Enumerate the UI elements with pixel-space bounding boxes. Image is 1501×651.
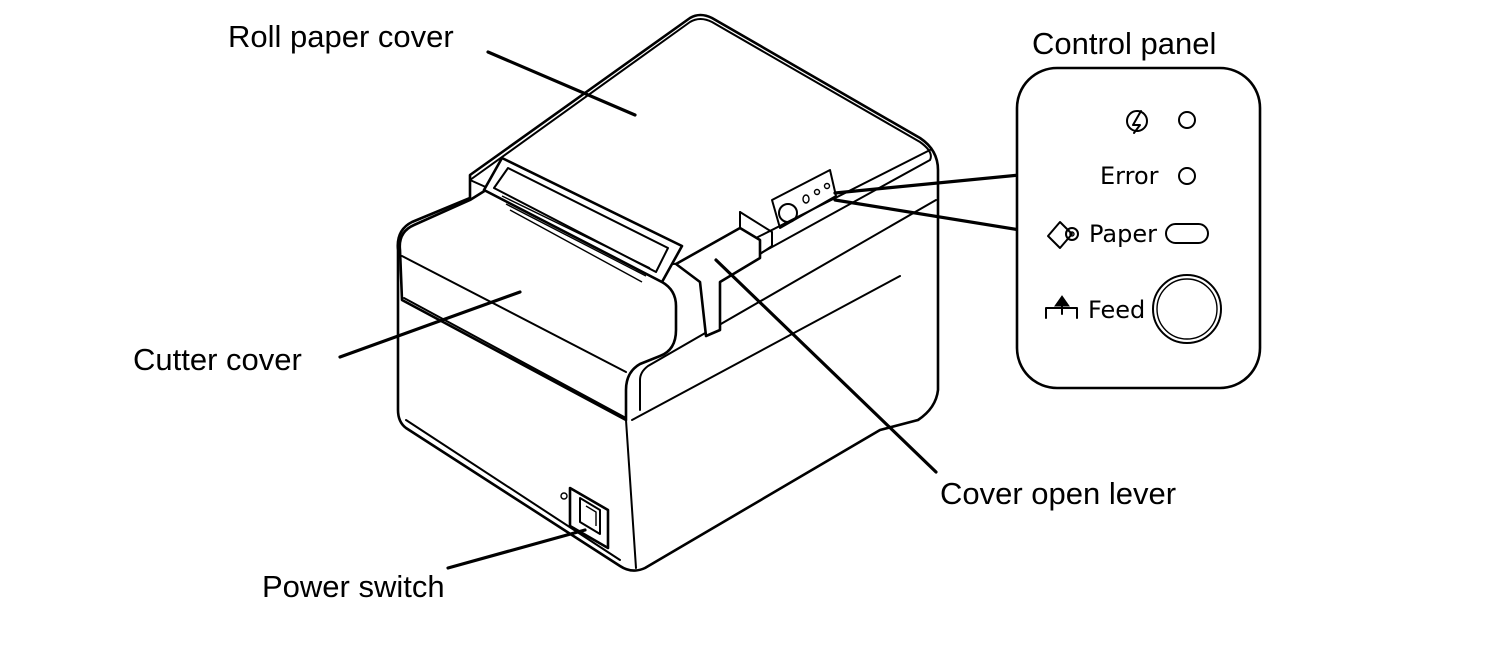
printer-feed-button bbox=[778, 203, 798, 223]
power-switch-rocker bbox=[579, 497, 601, 535]
side-mid-edge bbox=[631, 275, 901, 421]
paper-roll-icon bbox=[1047, 221, 1079, 249]
cutter-cover-leader bbox=[338, 290, 522, 359]
cutter-cover-label: Cutter cover bbox=[133, 342, 302, 377]
power-indicator-dot bbox=[560, 492, 568, 500]
cover-open-lever bbox=[674, 226, 762, 338]
cutter-edge-line bbox=[401, 255, 627, 373]
error-label: Error bbox=[1100, 162, 1159, 190]
lever-back bbox=[739, 211, 773, 255]
power-switch-label: Power switch bbox=[262, 569, 445, 604]
power-led bbox=[1178, 111, 1196, 129]
leader-lines bbox=[338, 50, 1022, 570]
paper-led bbox=[1165, 223, 1209, 244]
paper-exit-line-2 bbox=[505, 203, 647, 277]
power-switch-mark bbox=[585, 505, 597, 526]
roll-paper-cover-shape bbox=[469, 18, 932, 266]
side-upper-edge bbox=[639, 199, 937, 411]
printer-illustration bbox=[396, 13, 940, 572]
printer-error-led bbox=[813, 188, 821, 196]
power-switch-leader bbox=[446, 528, 587, 570]
front-bottom-edge bbox=[405, 419, 621, 561]
cover-open-lever-leader bbox=[714, 258, 938, 474]
error-led bbox=[1178, 167, 1196, 185]
roll-paper-cover-label: Roll paper cover bbox=[228, 19, 454, 54]
power-led-icon bbox=[1126, 110, 1148, 134]
feed-arrow-icon bbox=[1045, 295, 1078, 319]
paper-exit-slot bbox=[482, 156, 684, 284]
cover-open-lever-label: Cover open lever bbox=[940, 476, 1176, 511]
feed-label: Feed bbox=[1088, 296, 1145, 324]
paper-exit-line-3 bbox=[509, 209, 643, 283]
printer-paper-led bbox=[802, 194, 810, 204]
paper-label: Paper bbox=[1089, 220, 1157, 248]
feed-button[interactable] bbox=[1152, 274, 1222, 344]
front-corner-edge bbox=[625, 419, 637, 569]
control-panel-leader-upper bbox=[833, 173, 1022, 195]
feed-button-inner bbox=[1156, 278, 1218, 340]
paper-exit-line-1 bbox=[501, 195, 651, 269]
cutter-lower-edge bbox=[403, 297, 627, 419]
printer-power-led bbox=[823, 182, 831, 190]
printer-panel-area bbox=[771, 169, 837, 229]
control-panel-leader-lower bbox=[833, 198, 1022, 232]
control-panel-title: Control panel bbox=[1032, 26, 1216, 61]
roll-paper-cover-leader bbox=[486, 50, 637, 117]
